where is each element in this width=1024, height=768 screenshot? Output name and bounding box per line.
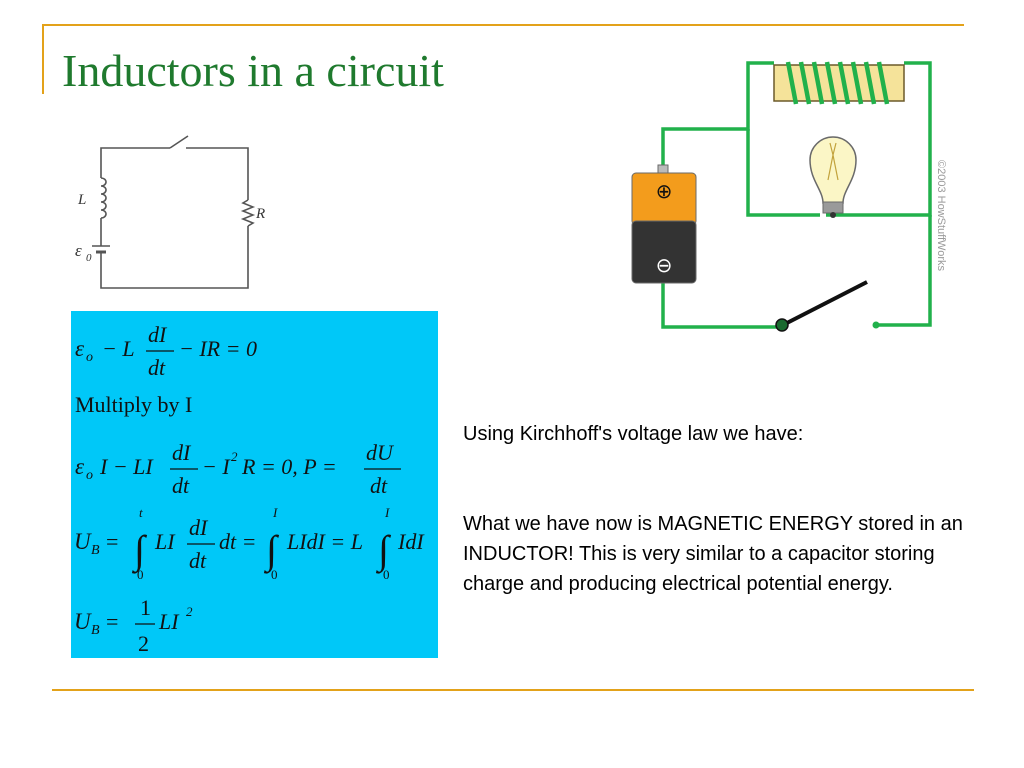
integral-sign-3: ∫ bbox=[375, 527, 392, 574]
eq5-li: LI bbox=[158, 609, 180, 634]
eq4-int3-upper: I bbox=[384, 505, 390, 520]
eq1-minus-l: − L bbox=[102, 336, 135, 361]
eq3-r-zero: R = 0, P = bbox=[241, 454, 337, 479]
battery: ⊕ ⊖ bbox=[631, 164, 697, 284]
eq4-u: U bbox=[74, 529, 92, 554]
eq3-minus-i: − I bbox=[202, 454, 231, 479]
integral-sign-2: ∫ bbox=[263, 527, 280, 574]
left-rule bbox=[42, 24, 44, 94]
top-rule bbox=[42, 24, 964, 26]
eq4-dt-eq: dt = bbox=[219, 529, 256, 554]
eq1-sub: o bbox=[86, 350, 93, 365]
slide-title: Inductors in a circuit bbox=[62, 45, 444, 96]
eq3-den2: dt bbox=[370, 473, 388, 498]
emf-label: ε bbox=[75, 241, 82, 260]
eq5-den: 2 bbox=[138, 631, 149, 656]
equation-power: ε o I − LI dI dt − I 2 R = 0, P = dU dt bbox=[75, 440, 401, 498]
resistor-label: R bbox=[255, 206, 265, 222]
eq5-num: 1 bbox=[140, 595, 151, 620]
circuit-wires bbox=[661, 61, 932, 329]
eq1-num: dI bbox=[148, 322, 168, 347]
inductor-label: L bbox=[77, 192, 86, 208]
eq3-i-minus-li: I − LI bbox=[99, 454, 154, 479]
inductor-coil bbox=[773, 61, 905, 105]
eq1-eps: ε bbox=[75, 336, 85, 361]
battery-minus-icon: ⊖ bbox=[656, 253, 673, 277]
eq1-den: dt bbox=[148, 355, 166, 380]
eq3-exponent: 2 bbox=[231, 449, 238, 464]
eq3-eps: ε bbox=[75, 454, 85, 479]
eq4-li: LI bbox=[154, 529, 176, 554]
eq5-u: U bbox=[74, 609, 92, 634]
eq1-rest: − IR = 0 bbox=[179, 336, 257, 361]
equation-energy-integral: U B = ∫ t 0 LI dI dt dt = ∫ I 0 LIdI = L… bbox=[74, 505, 425, 582]
equations-svg: ε o − L dI dt − IR = 0 Multiply by I ε o… bbox=[74, 322, 425, 656]
equation-voltage-law: ε o − L dI dt − IR = 0 bbox=[75, 322, 257, 380]
eq5-eq: = bbox=[106, 609, 118, 634]
eq4-eq: = bbox=[106, 529, 118, 554]
eq3-num2: dU bbox=[366, 440, 395, 465]
eq3-den: dt bbox=[172, 473, 190, 498]
rl-circuit-schematic: L R ε 0 bbox=[75, 135, 265, 289]
open-switch bbox=[775, 280, 880, 332]
eq4-den: dt bbox=[189, 548, 207, 573]
eq4-sub-b: B bbox=[91, 543, 100, 558]
eq4-idi: IdI bbox=[397, 529, 425, 554]
battery-plus-icon: ⊕ bbox=[656, 179, 673, 203]
eq4-int3-lower: 0 bbox=[383, 567, 390, 582]
kirchhoff-text: Using Kirchhoff's voltage law we have: bbox=[463, 423, 804, 445]
inductor-circuit-illustration: ⊕ ⊖ ©2003 HowStuffWorks bbox=[631, 61, 947, 332]
copyright-credit: ©2003 HowStuffWorks bbox=[935, 160, 947, 272]
eq5-exponent: 2 bbox=[186, 604, 193, 619]
eq4-num: dI bbox=[189, 515, 209, 540]
eq4-int1-lower: 0 bbox=[137, 567, 144, 582]
equation-energy-result: U B = 1 2 LI 2 bbox=[74, 595, 193, 656]
multiply-by-i: Multiply by I bbox=[75, 392, 192, 417]
light-bulb bbox=[809, 136, 857, 218]
bottom-rule bbox=[52, 689, 974, 691]
equation-box: ε o − L dI dt − IR = 0 Multiply by I ε o… bbox=[71, 311, 438, 658]
eq3-num: dI bbox=[172, 440, 192, 465]
integral-sign-1: ∫ bbox=[131, 527, 148, 574]
eq3-sub: o bbox=[86, 468, 93, 483]
eq4-int2-upper: I bbox=[272, 505, 278, 520]
magnetic-energy-text: What we have now is MAGNETIC ENERGY stor… bbox=[463, 513, 963, 595]
eq4-int1-upper: t bbox=[139, 505, 143, 520]
eq4-int2-lower: 0 bbox=[271, 567, 278, 582]
eq4-lidi: LIdI = L bbox=[286, 529, 363, 554]
eq5-sub-b: B bbox=[91, 623, 100, 638]
emf-subscript: 0 bbox=[86, 252, 92, 264]
